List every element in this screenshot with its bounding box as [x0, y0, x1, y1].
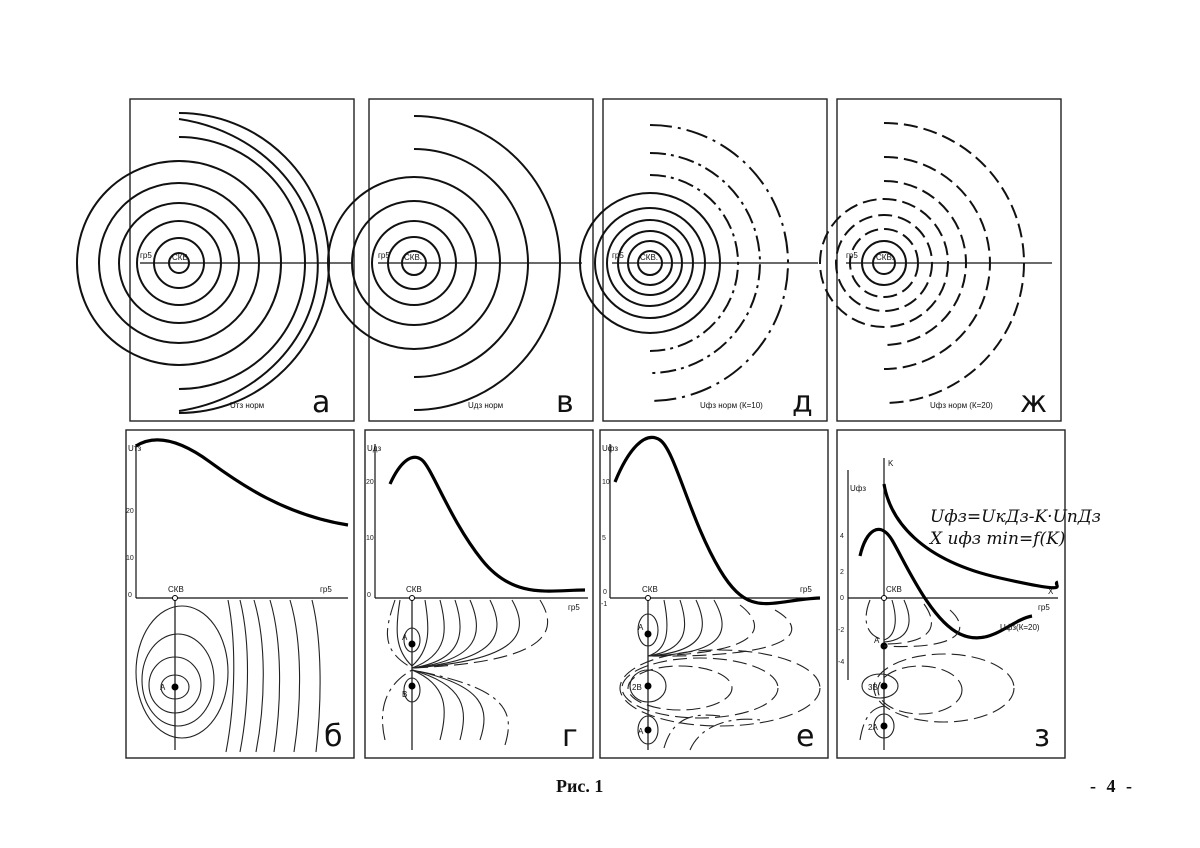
ylabel-b: Uтз: [128, 444, 141, 453]
panel-a: гр5 СКВ. а Uтз норм: [77, 99, 354, 421]
panel-label-a: Uтз норм: [230, 401, 264, 410]
panel-label-d: Uфз норм (К=10): [700, 401, 763, 410]
panel-letter-d: д: [792, 385, 813, 420]
formula-line-2: X uфз min=f(K): [928, 529, 1065, 549]
well-label-a: СКВ.: [172, 253, 190, 262]
well-label-g: СКВ: [406, 585, 422, 594]
boundary-label-b: гр5: [320, 585, 332, 594]
panel-letter-z: з: [1034, 719, 1050, 754]
ytick-b-20: 20: [126, 508, 134, 515]
ytick-z-2: 2: [840, 569, 844, 576]
point-label-g-b: B: [402, 690, 407, 699]
panel-letter-zh: ж: [1020, 385, 1047, 420]
panel-g: Uдз 20 10 0 СКВ гр5 A B г: [365, 430, 593, 758]
boundary-label-z: гр5: [1038, 603, 1050, 612]
ytick-e-5: 5: [602, 535, 606, 542]
panel-letter-e: е: [796, 719, 814, 754]
point-label-e-a1: A: [638, 623, 644, 632]
point-label-z-2a: 2A: [868, 723, 878, 732]
point-label-e-2b: 2B: [632, 683, 642, 692]
boundary-label-a: гр5: [140, 251, 152, 260]
ytick-z-minus4: -4: [838, 659, 844, 666]
well-label-b: СКВ: [168, 585, 184, 594]
ylabel-e: Uфз: [602, 444, 618, 453]
ytick-e-0: 0: [603, 589, 607, 596]
ytick-g-10: 10: [366, 535, 374, 542]
well-label-e: СКВ: [642, 585, 658, 594]
curve-label-z: Uфз(К=20): [1000, 623, 1040, 632]
ytick-z-0: 0: [840, 595, 844, 602]
ytick-b-10: 10: [126, 555, 134, 562]
figure-caption: Рис. 1: [556, 776, 603, 797]
ytick-g-20: 20: [366, 479, 374, 486]
boundary-label-g: гр5: [568, 603, 580, 612]
panel-z: Uфз K X 4 2 0 -2 -4 СКВ гр5 A 3B 2A Uфз(…: [837, 430, 1101, 758]
panel-e: Uфз 10 5 0 -1 СКВ гр5 A 2B A е: [600, 430, 828, 758]
point-label-b: A: [160, 683, 166, 692]
well-label-v: СКВ.: [404, 253, 422, 262]
panel-label-v: Uдз норм: [468, 401, 503, 410]
boundary-label-v: гр5: [378, 251, 390, 260]
point-label-z-a: A: [874, 636, 880, 645]
boundary-label-zh: гр5: [846, 251, 858, 260]
ylabel-z: Uфз: [850, 484, 866, 493]
ytick-z-minus2: -2: [838, 627, 844, 634]
well-label-d: СКВ.: [640, 253, 658, 262]
well-label-zh: СКВ.: [876, 253, 894, 262]
klabel-z: K: [888, 459, 894, 468]
panel-d: гр5 СКВ. д Uфз норм (К=10): [580, 99, 827, 421]
point-label-e-a2: A: [638, 727, 644, 736]
boundary-label-e: гр5: [800, 585, 812, 594]
xlabel-z: X: [1048, 587, 1054, 596]
well-label-z: СКВ: [886, 585, 902, 594]
panel-label-zh: Uфз норм (К=20): [930, 401, 993, 410]
page-number: - 4 -: [1090, 776, 1135, 797]
ytick-b-0: 0: [128, 592, 132, 599]
ytick-z-4: 4: [840, 533, 844, 540]
ytick-e-10: 10: [602, 479, 610, 486]
panel-v: гр5 СКВ. в Uдз норм: [328, 99, 593, 421]
panel-zh: гр5 СКВ. ж Uфз норм (К=20): [820, 99, 1061, 421]
boundary-label-d: гр5: [612, 251, 624, 260]
panel-letter-b: б: [324, 719, 343, 754]
panel-letter-a: а: [312, 385, 330, 420]
formula-line-1: Uфз=UкДз-K·UпДз: [930, 507, 1101, 527]
ylabel-g: Uдз: [367, 444, 381, 453]
point-label-g-a: A: [402, 633, 408, 642]
ytick-e-minus1: -1: [601, 601, 607, 608]
panel-letter-g: г: [562, 719, 578, 754]
ytick-g-0: 0: [367, 592, 371, 599]
panel-b: Uтз 20 10 0 СКВ гр5 A б: [126, 430, 354, 758]
panel-letter-v: в: [556, 385, 574, 420]
point-label-z-3b: 3B: [868, 683, 878, 692]
